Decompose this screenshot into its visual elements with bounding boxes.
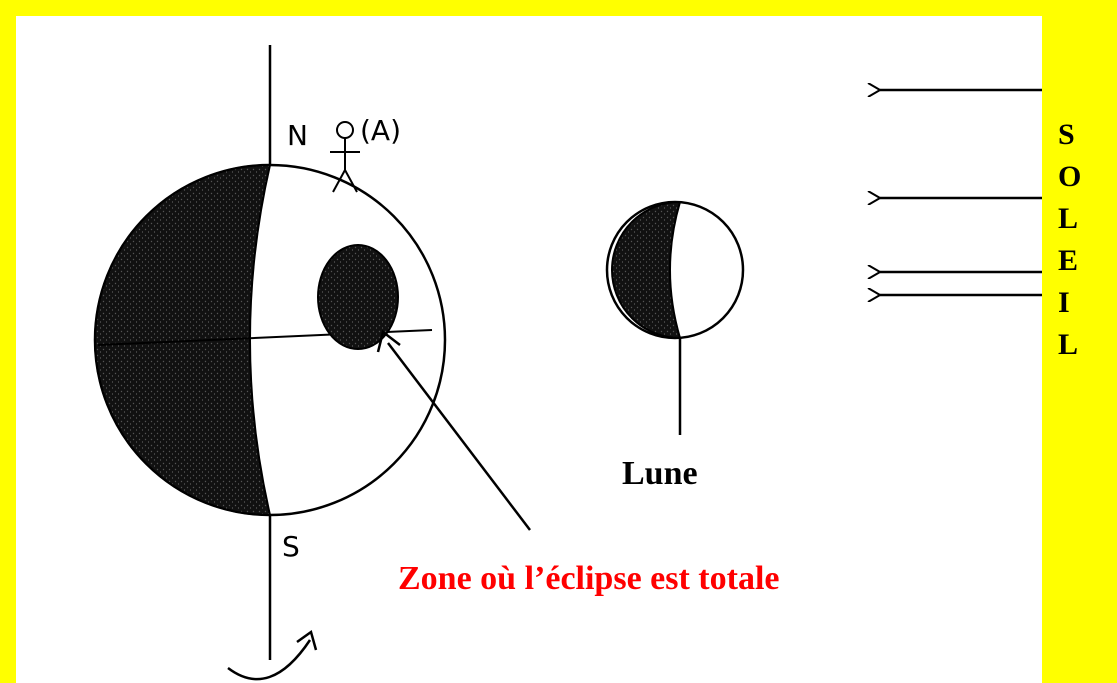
moon-shadow-zone [317, 244, 399, 350]
sun-letter: L [1058, 202, 1078, 235]
south-label: S [282, 530, 300, 563]
zone-pointer [387, 342, 531, 531]
north-label: N [287, 119, 308, 152]
earth-night-side [94, 163, 272, 517]
zone-pointer-head-icon [376, 329, 401, 353]
sun-letter: O [1058, 160, 1081, 193]
sun-letter: I [1058, 286, 1070, 319]
moon-dark-side [611, 200, 682, 340]
zone-label: Zone où l’éclipse est totale [398, 560, 780, 597]
sun-letter: E [1058, 244, 1078, 277]
moon-label: Lune [622, 455, 698, 492]
sun-label: S O L E I L [1058, 118, 1081, 361]
moon [605, 200, 745, 435]
sun-letter: L [1058, 328, 1078, 361]
observer-figure-icon [330, 121, 360, 193]
earth [93, 163, 447, 517]
sun-letter: S [1058, 118, 1075, 151]
rotation-arrow-icon [227, 639, 312, 681]
sun-rays [880, 90, 1042, 295]
observer-label: (A) [360, 114, 401, 147]
rotation-arrowhead-icon [296, 629, 318, 651]
